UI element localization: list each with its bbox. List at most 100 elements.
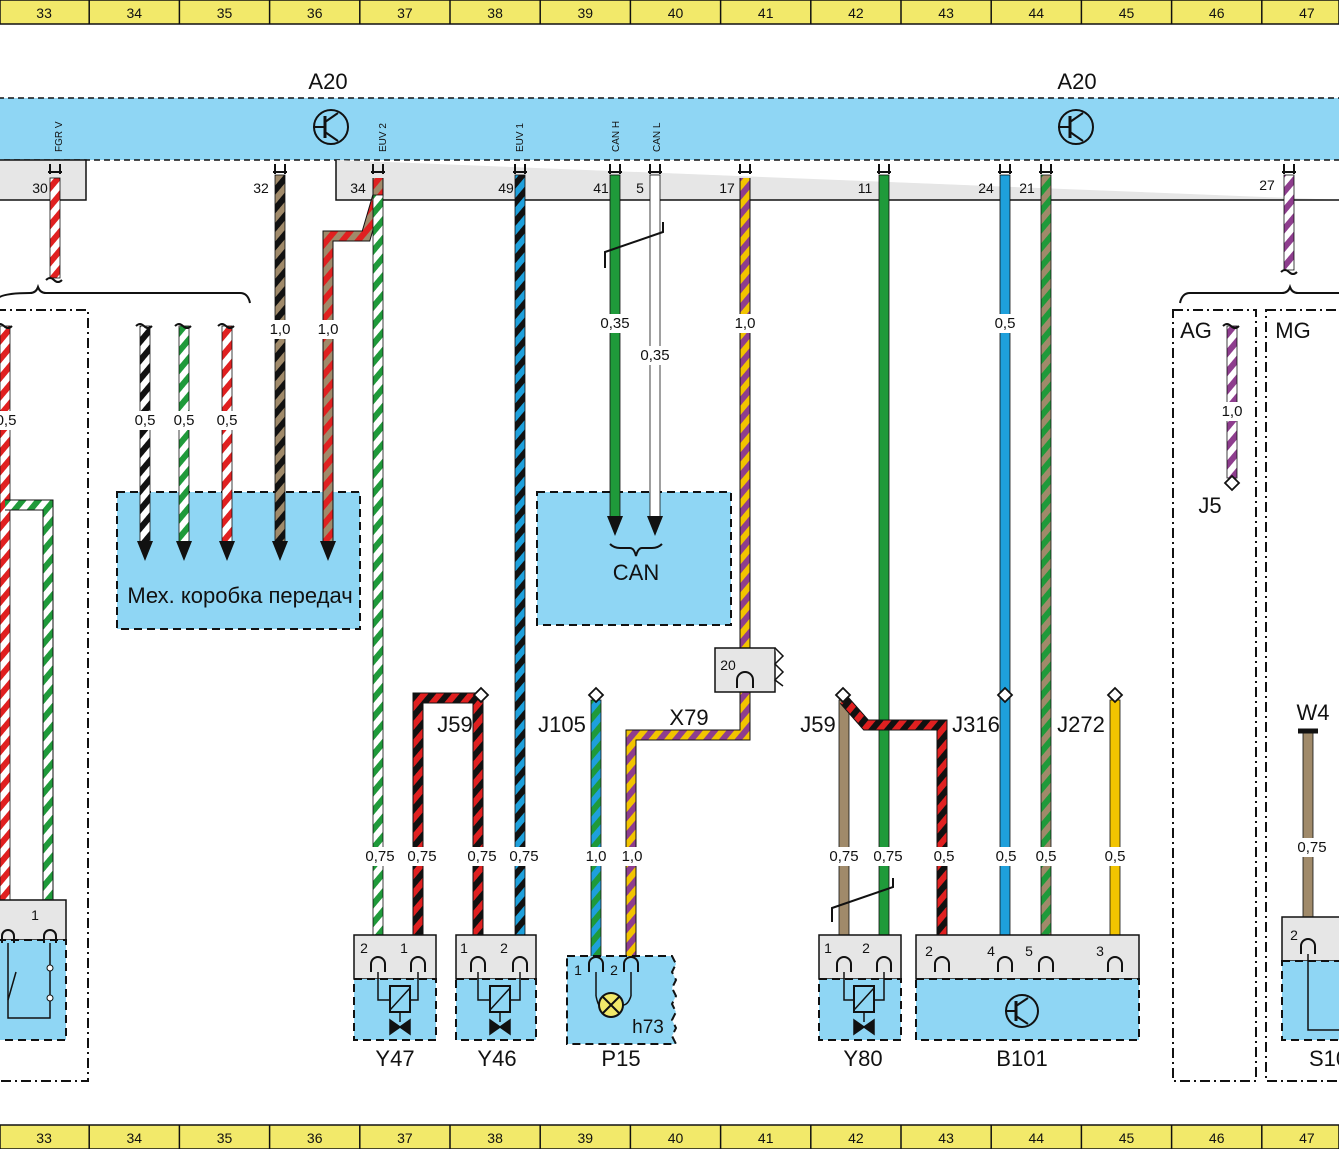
j59-label-b: J59	[800, 712, 835, 737]
left-module-box	[0, 309, 89, 1082]
wire-size-background	[167, 411, 201, 430]
s10-pin-2: 2	[1290, 927, 1298, 943]
can-box	[536, 491, 732, 626]
wire-size-labels: 0,50,50,50,51,01,00,350,351,00,51,00,750…	[0, 314, 1329, 866]
switch-s10: 2	[1281, 916, 1339, 1041]
grid-number: 37	[397, 1130, 413, 1146]
pin-5: 5	[636, 180, 644, 196]
h73-label: h73	[632, 1017, 664, 1038]
grid-number: 41	[758, 5, 774, 21]
b101-pin-5: 5	[1025, 943, 1033, 959]
left-pin-1: 1	[31, 907, 39, 923]
valve-y46: 1 2	[455, 934, 537, 1041]
grid-number: 41	[758, 1130, 774, 1146]
grid-number: 33	[36, 5, 52, 21]
grid-number: 38	[487, 1130, 503, 1146]
lamp-p15: 1 2 h73	[566, 955, 678, 1045]
grid-number: 33	[36, 1130, 52, 1146]
wire-size-label: 1,0	[318, 321, 339, 338]
y46-pin-1: 1	[460, 940, 468, 956]
wire-size-label: 0,75	[509, 848, 538, 865]
b101-pin-2: 2	[925, 943, 933, 959]
control-unit-a20: A20 A20 FGR V EUV 2 EUV 1 CAN H CAN L	[0, 69, 1339, 201]
wire-size-background	[638, 346, 672, 365]
wire-size-background	[615, 847, 649, 866]
wire-size-label: 0,75	[873, 848, 902, 865]
s10-label: S10	[1309, 1046, 1339, 1071]
ag-label: AG	[1180, 318, 1212, 343]
pin-17: 17	[719, 180, 735, 196]
wire-size-label: 0,5	[1036, 848, 1057, 865]
x79-pin-label: 20	[720, 657, 736, 673]
pin-numbers: 30 32 34 49 41 5 17 11 24 21 27	[32, 177, 1275, 196]
wire-size-background	[871, 847, 905, 866]
wire-size-label: 0,75	[1297, 839, 1326, 856]
wire-size-background	[1295, 838, 1329, 857]
pin-label-euv1: EUV 1	[515, 123, 526, 152]
valve-y47: 2 1	[353, 934, 437, 1041]
grid-number: 45	[1119, 5, 1135, 21]
left-switch-component: 1	[0, 899, 67, 1041]
pin-label-fgrv: FGR V	[54, 121, 65, 152]
mg-box	[1265, 309, 1339, 1082]
j59-label-a: J59	[437, 712, 472, 737]
y80-pin-1: 1	[824, 940, 832, 956]
wire-size-background	[988, 314, 1022, 333]
wire-size-background	[263, 320, 297, 339]
wire-size-background	[465, 847, 499, 866]
pin-27: 27	[1259, 177, 1275, 193]
mg-label: MG	[1275, 318, 1310, 343]
grid-number: 43	[938, 1130, 954, 1146]
grid-number: 36	[307, 5, 323, 21]
pin-32: 32	[253, 180, 269, 196]
a20-label-left: A20	[308, 69, 347, 94]
x79-label: X79	[669, 705, 708, 730]
wire-size-label: 0,5	[995, 315, 1016, 332]
pin-11: 11	[858, 180, 873, 196]
grid-number: 36	[307, 1130, 323, 1146]
grid-number: 46	[1209, 1130, 1225, 1146]
sensor-b101: 2 4 5 3	[915, 934, 1140, 1041]
grid-number: 39	[578, 5, 594, 21]
grid-number: 37	[397, 5, 413, 21]
wire-size-label: 0,5	[0, 412, 16, 429]
pin-34: 34	[350, 180, 366, 196]
j272-label: J272	[1057, 712, 1105, 737]
can-label: CAN	[613, 560, 659, 585]
wire-size-label: 0,35	[600, 315, 629, 332]
p15-pin-2: 2	[610, 962, 618, 978]
connector-x79: 20	[714, 647, 785, 693]
wire-size-background	[128, 411, 162, 430]
grid-number: 34	[127, 5, 143, 21]
y47-pin-1: 1	[400, 940, 408, 956]
j105-label: J105	[538, 712, 586, 737]
y47-label: Y47	[375, 1046, 414, 1071]
wire-size-background	[311, 320, 345, 339]
pin-label-canl: CAN L	[652, 122, 663, 152]
transistor-icon	[1058, 109, 1094, 145]
pin-41: 41	[593, 180, 609, 196]
wire-size-label: 0,75	[407, 848, 436, 865]
brace-left	[0, 283, 251, 304]
brace-right	[1179, 283, 1339, 304]
ag-box	[1172, 309, 1257, 1082]
connector-labels: X79 J59 J105 J59 J316 J272 J5 W4	[437, 493, 1329, 737]
pin-21: 21	[1019, 180, 1035, 196]
wire-size-background	[579, 847, 613, 866]
wire-size-label: 0,75	[829, 848, 858, 865]
grid-number: 40	[668, 5, 684, 21]
wire-size-background	[1098, 847, 1132, 866]
wire-size-label: 0,5	[135, 412, 156, 429]
gearbox-label: Мех. коробка передач	[127, 583, 352, 608]
b101-pin-3: 3	[1096, 943, 1104, 959]
wire-size-background	[927, 847, 961, 866]
wire-size-label: 0,5	[1105, 848, 1126, 865]
transistor-icon	[313, 109, 349, 145]
wire-size-background	[598, 314, 632, 333]
wire-size-background	[1029, 847, 1063, 866]
y80-pin-2: 2	[862, 940, 870, 956]
p15-pin-1: 1	[574, 962, 582, 978]
wire-size-label: 1,0	[1222, 403, 1243, 420]
